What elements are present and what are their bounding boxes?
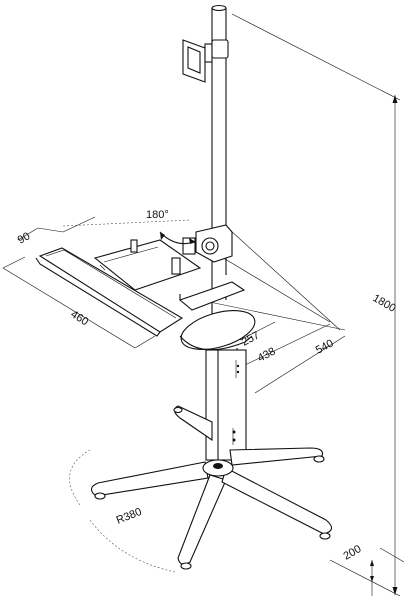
dim-base-radius: R380 [115, 506, 144, 527]
monitor-mount-bracket [182, 39, 229, 83]
mouse-pad [179, 310, 256, 360]
dim-height-total: 1800 [371, 292, 398, 315]
dim-rotation: 180° [146, 209, 169, 221]
dim-base-height: 200 [342, 543, 364, 563]
dim-tray-depth: 90 [16, 230, 32, 246]
lower-column [205, 349, 247, 470]
dim-tray-width: 460 [68, 308, 90, 328]
dimension-lines [2, 13, 405, 597]
dim-540: 540 [314, 337, 336, 356]
dim-438: 438 [256, 345, 278, 364]
keyboard-tray [35, 239, 246, 337]
arm-clamp [159, 224, 233, 263]
star-base [90, 405, 333, 570]
